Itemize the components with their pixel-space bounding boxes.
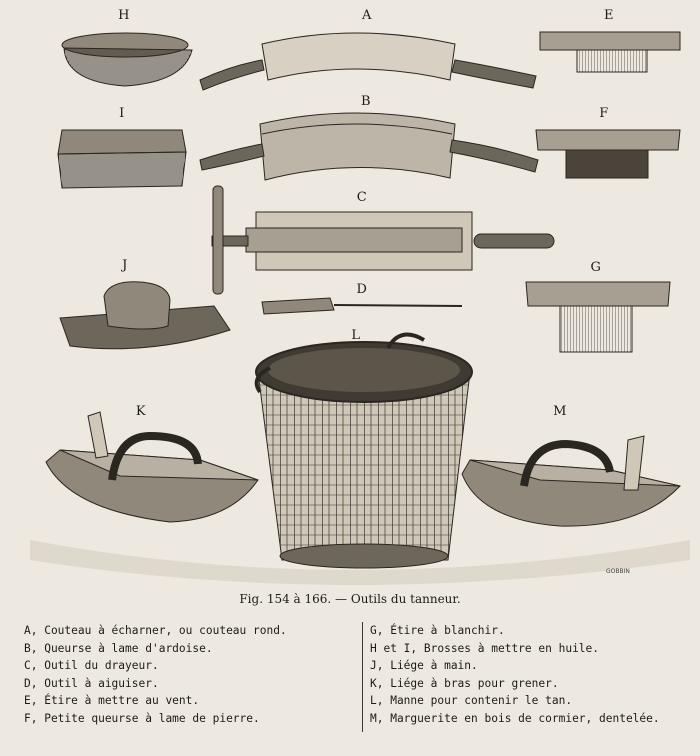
legend-item: L, Manne pour contenir le tan. xyxy=(370,694,573,707)
label-l: L xyxy=(351,328,361,343)
label-e: E xyxy=(604,8,614,23)
stretcher-g-drawing xyxy=(525,281,671,353)
label-d: D xyxy=(356,282,368,297)
tool-illustrations xyxy=(30,31,690,585)
legend-right: G, Étire à blanchir. H et I, Brosses à m… xyxy=(370,622,690,727)
label-m: M xyxy=(553,404,567,419)
marguerite-m-drawing xyxy=(461,435,681,527)
knife-b-drawing xyxy=(199,112,539,181)
legend-item: B, Queurse à lame d'ardoise. xyxy=(24,641,213,655)
legend-divider xyxy=(362,622,363,732)
legend-item: D, Outil à aiguiser. xyxy=(24,676,159,690)
legend-item: H et I, Brosses à mettre en huile. xyxy=(370,641,600,655)
knife-a-drawing xyxy=(199,32,537,91)
legend-item: J, Liége à main. xyxy=(370,659,478,672)
legend-item: E, Étire à mettre au vent. xyxy=(24,694,200,707)
legend-item: M, Marguerite en bois de cormier, dentel… xyxy=(370,711,660,725)
label-c: C xyxy=(356,190,368,205)
cork-j-drawing xyxy=(59,281,231,350)
label-i: I xyxy=(119,106,125,121)
legend-item: K, Liége à bras pour grener. xyxy=(370,676,559,690)
label-h: H xyxy=(118,8,130,23)
basket-l-drawing xyxy=(254,332,473,569)
stretcher-e-drawing xyxy=(539,31,681,73)
legend-item: A, Couteau à écharner, ou couteau rond. xyxy=(24,624,287,637)
legend-item: C, Outil du drayeur. xyxy=(24,659,159,672)
label-g: G xyxy=(590,260,602,275)
legend-item: F, Petite queurse à lame de pierre. xyxy=(24,711,260,725)
brush-i-drawing xyxy=(57,129,187,189)
engraver-signature: GOBBIN xyxy=(606,568,630,575)
scraper-f-drawing xyxy=(535,129,681,179)
figure-caption: Fig. 154 à 166. — Outils du tanneur. xyxy=(239,592,461,606)
cork-k-drawing xyxy=(45,411,259,523)
legend-item: G, Étire à blanchir. xyxy=(370,624,505,637)
label-a: A xyxy=(362,8,372,23)
legend-left: A, Couteau à écharner, ou couteau rond. … xyxy=(24,622,354,727)
label-b: B xyxy=(360,94,372,109)
label-k: K xyxy=(135,404,147,419)
label-f: F xyxy=(599,106,609,121)
tool-c-drawing xyxy=(211,185,555,295)
brush-h-drawing xyxy=(61,32,193,87)
sharpener-d-drawing xyxy=(261,297,463,315)
label-j: J xyxy=(122,258,128,273)
engraving-plate: H A E I B F C J D G L K M GOBBIN xyxy=(30,8,690,585)
